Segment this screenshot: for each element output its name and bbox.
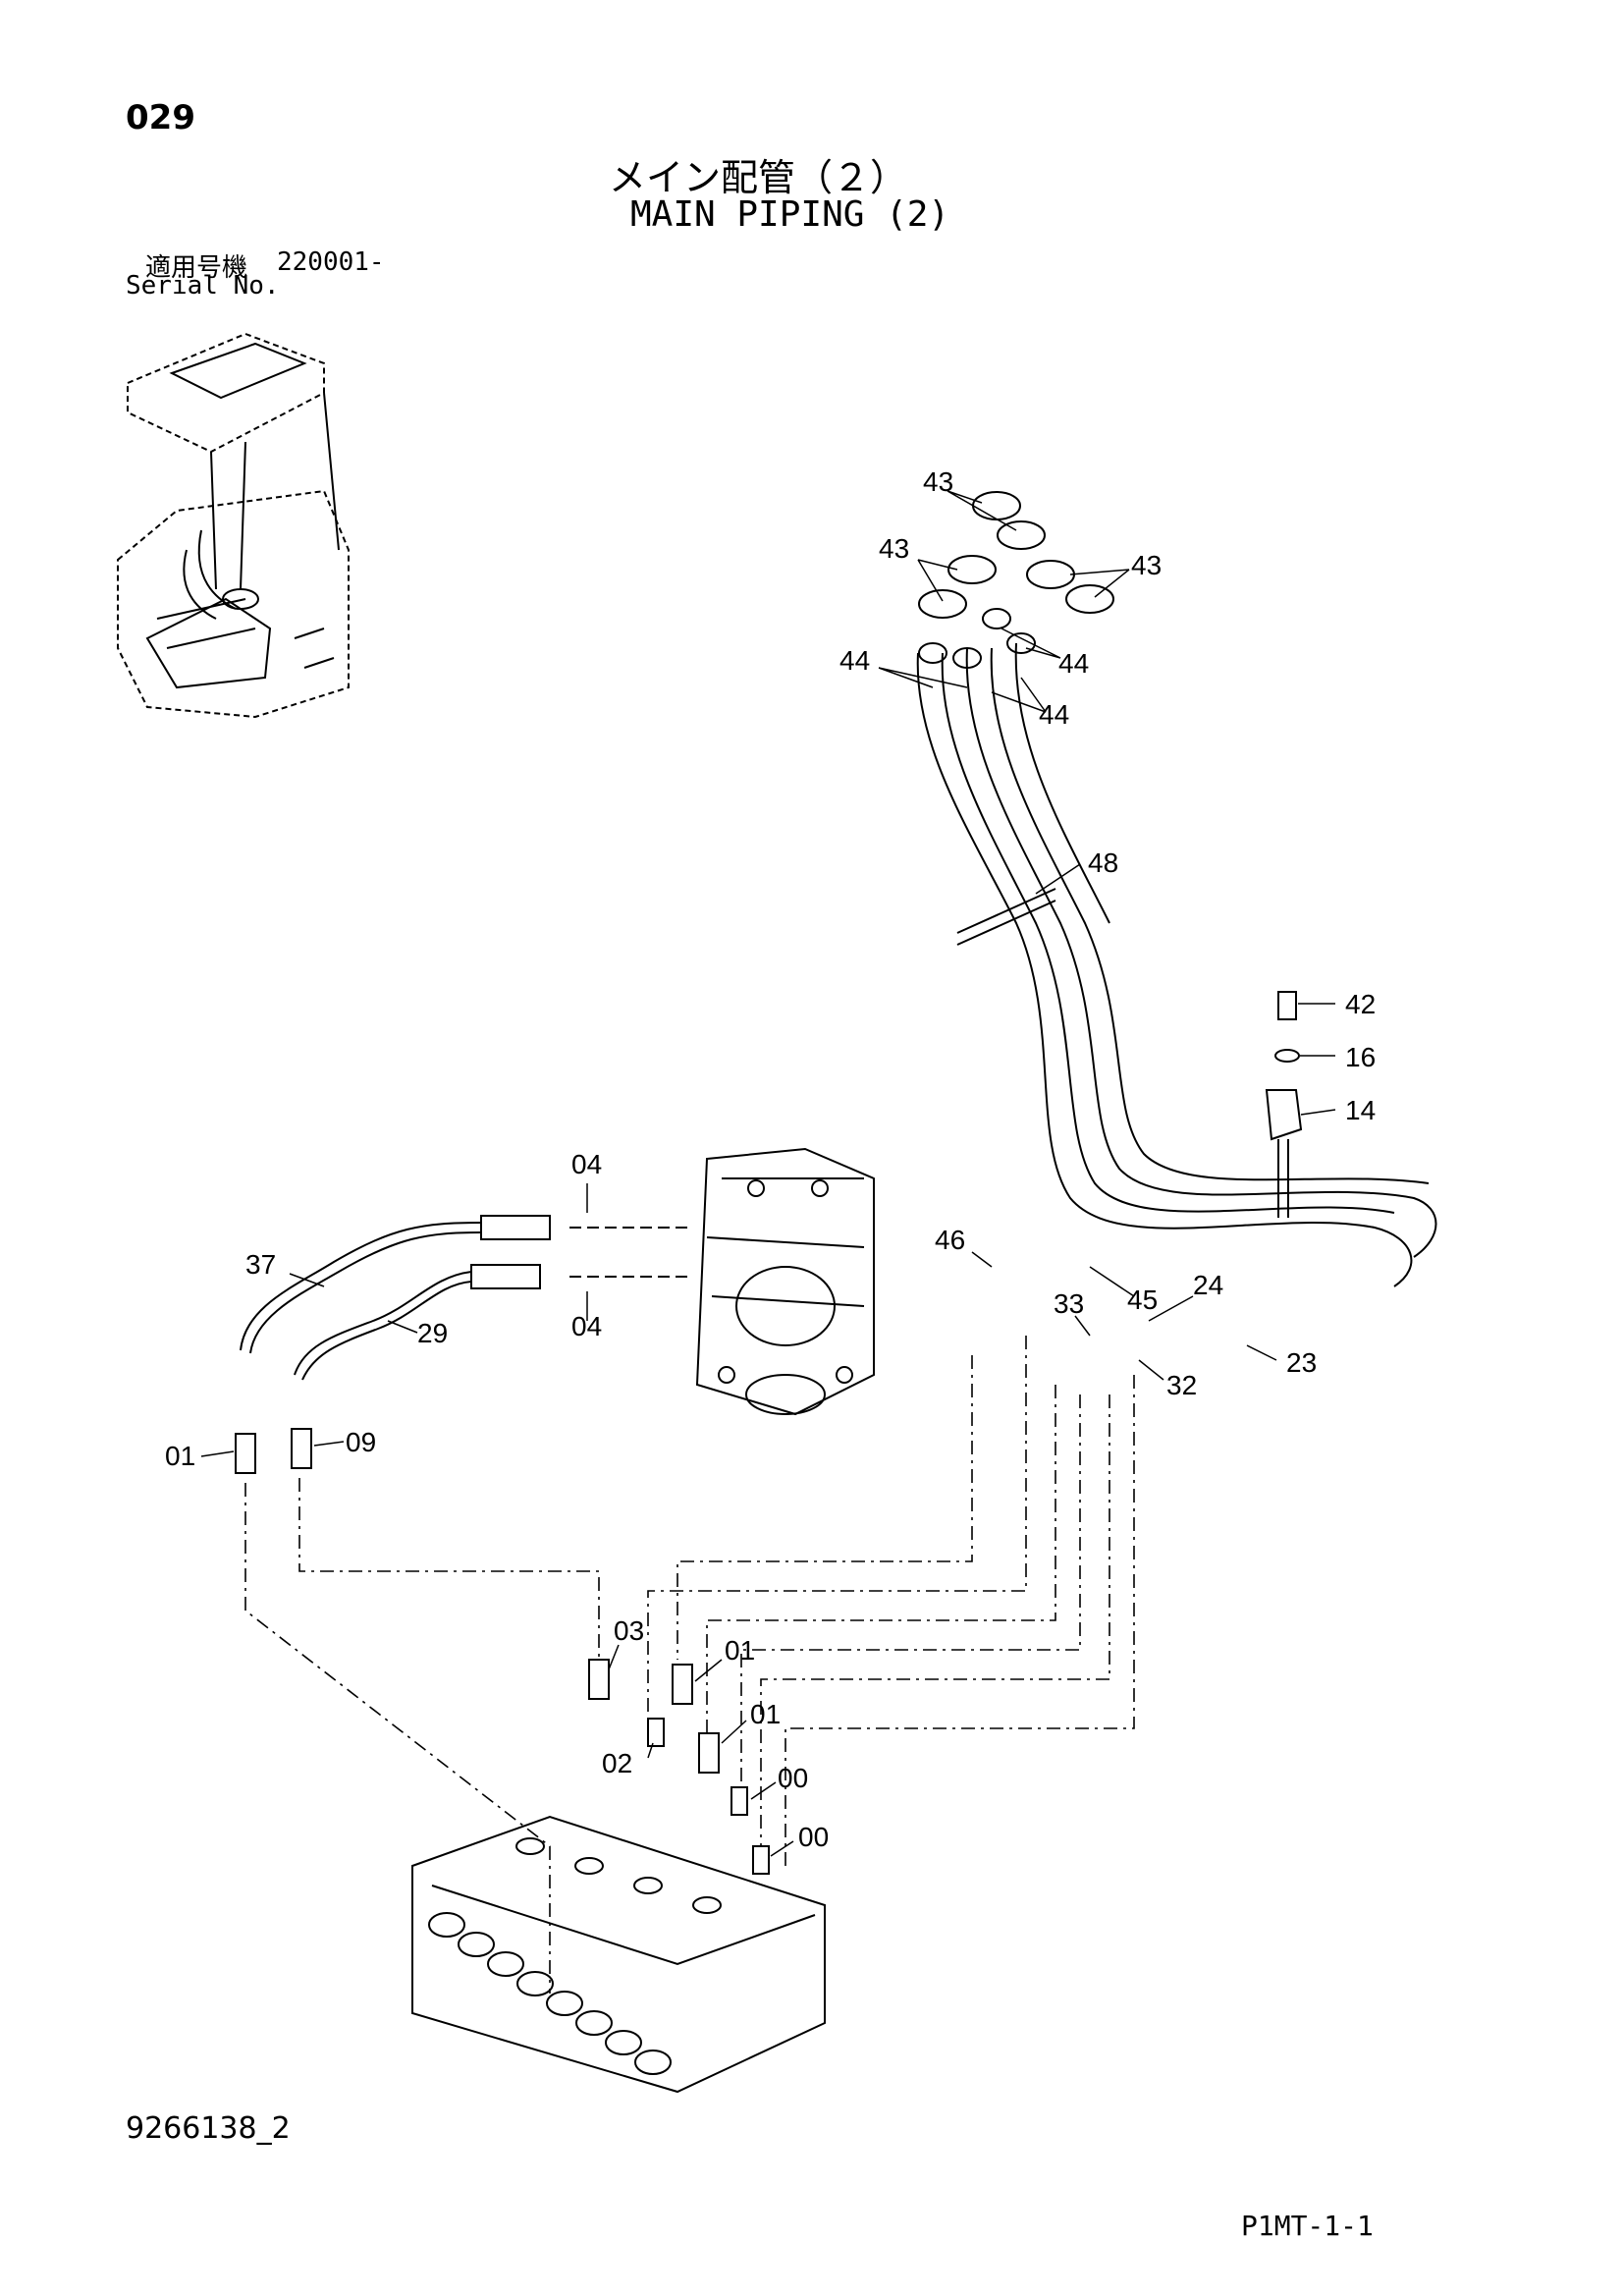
callout-00-a: 00 xyxy=(778,1763,808,1793)
callout-09: 09 xyxy=(346,1427,376,1457)
callout-46: 46 xyxy=(935,1225,965,1255)
callout-03: 03 xyxy=(614,1615,644,1646)
callout-43-b: 43 xyxy=(879,533,909,564)
callout-29: 29 xyxy=(417,1318,448,1348)
serial-label-jp: 適用号機 xyxy=(145,253,248,283)
callout-48: 48 xyxy=(1088,847,1118,878)
hose-bundle xyxy=(916,642,1437,1287)
page-title-en: MAIN PIPING (2) xyxy=(630,194,950,235)
callout-23: 23 xyxy=(1286,1347,1317,1378)
leader-lines xyxy=(200,490,1336,1857)
callout-02: 02 xyxy=(602,1748,632,1778)
callout-37: 37 xyxy=(245,1249,276,1280)
callout-24: 24 xyxy=(1193,1270,1223,1300)
callout-43-a: 43 xyxy=(923,466,953,497)
serial-label-en: Serial No. xyxy=(126,271,280,301)
callout-04-bottom: 04 xyxy=(571,1311,602,1341)
callout-01-mid: 01 xyxy=(725,1635,755,1666)
callout-33: 33 xyxy=(1054,1288,1084,1319)
callout-45: 45 xyxy=(1127,1285,1158,1315)
serial-value: 220001- xyxy=(277,247,385,277)
hose-clamps xyxy=(918,491,1114,669)
callout-14: 14 xyxy=(1345,1095,1376,1125)
callout-01-right: 01 xyxy=(750,1699,781,1729)
fittings xyxy=(235,1428,770,1875)
page-title-jp: メイン配管（２） xyxy=(609,156,908,199)
callout-43-c: 43 xyxy=(1131,550,1162,580)
callout-01-left: 01 xyxy=(165,1441,195,1471)
callout-44-b: 44 xyxy=(1058,648,1089,679)
page-code: P1MT-1-1 xyxy=(1241,2210,1374,2242)
callout-00-b: 00 xyxy=(798,1822,829,1852)
machine-overview-sketch xyxy=(117,332,350,719)
callout-labels: 43 43 43 44 44 44 48 42 16 14 04 04 37 2… xyxy=(165,466,1376,1852)
pump-assembly xyxy=(695,1147,875,1416)
control-valve xyxy=(411,1815,826,2094)
document-number: 9266138_2 xyxy=(126,2111,291,2146)
callout-42: 42 xyxy=(1345,989,1376,1019)
connection-lines xyxy=(244,1336,1135,1994)
page-number: 029 xyxy=(126,98,195,137)
left-hoses xyxy=(240,1215,687,1381)
callout-44-a: 44 xyxy=(839,645,870,676)
callout-04-top: 04 xyxy=(571,1149,602,1179)
bracket-parts xyxy=(1265,991,1303,1218)
callout-44-c: 44 xyxy=(1039,699,1069,730)
callout-16: 16 xyxy=(1345,1042,1376,1072)
callout-32: 32 xyxy=(1166,1370,1197,1400)
